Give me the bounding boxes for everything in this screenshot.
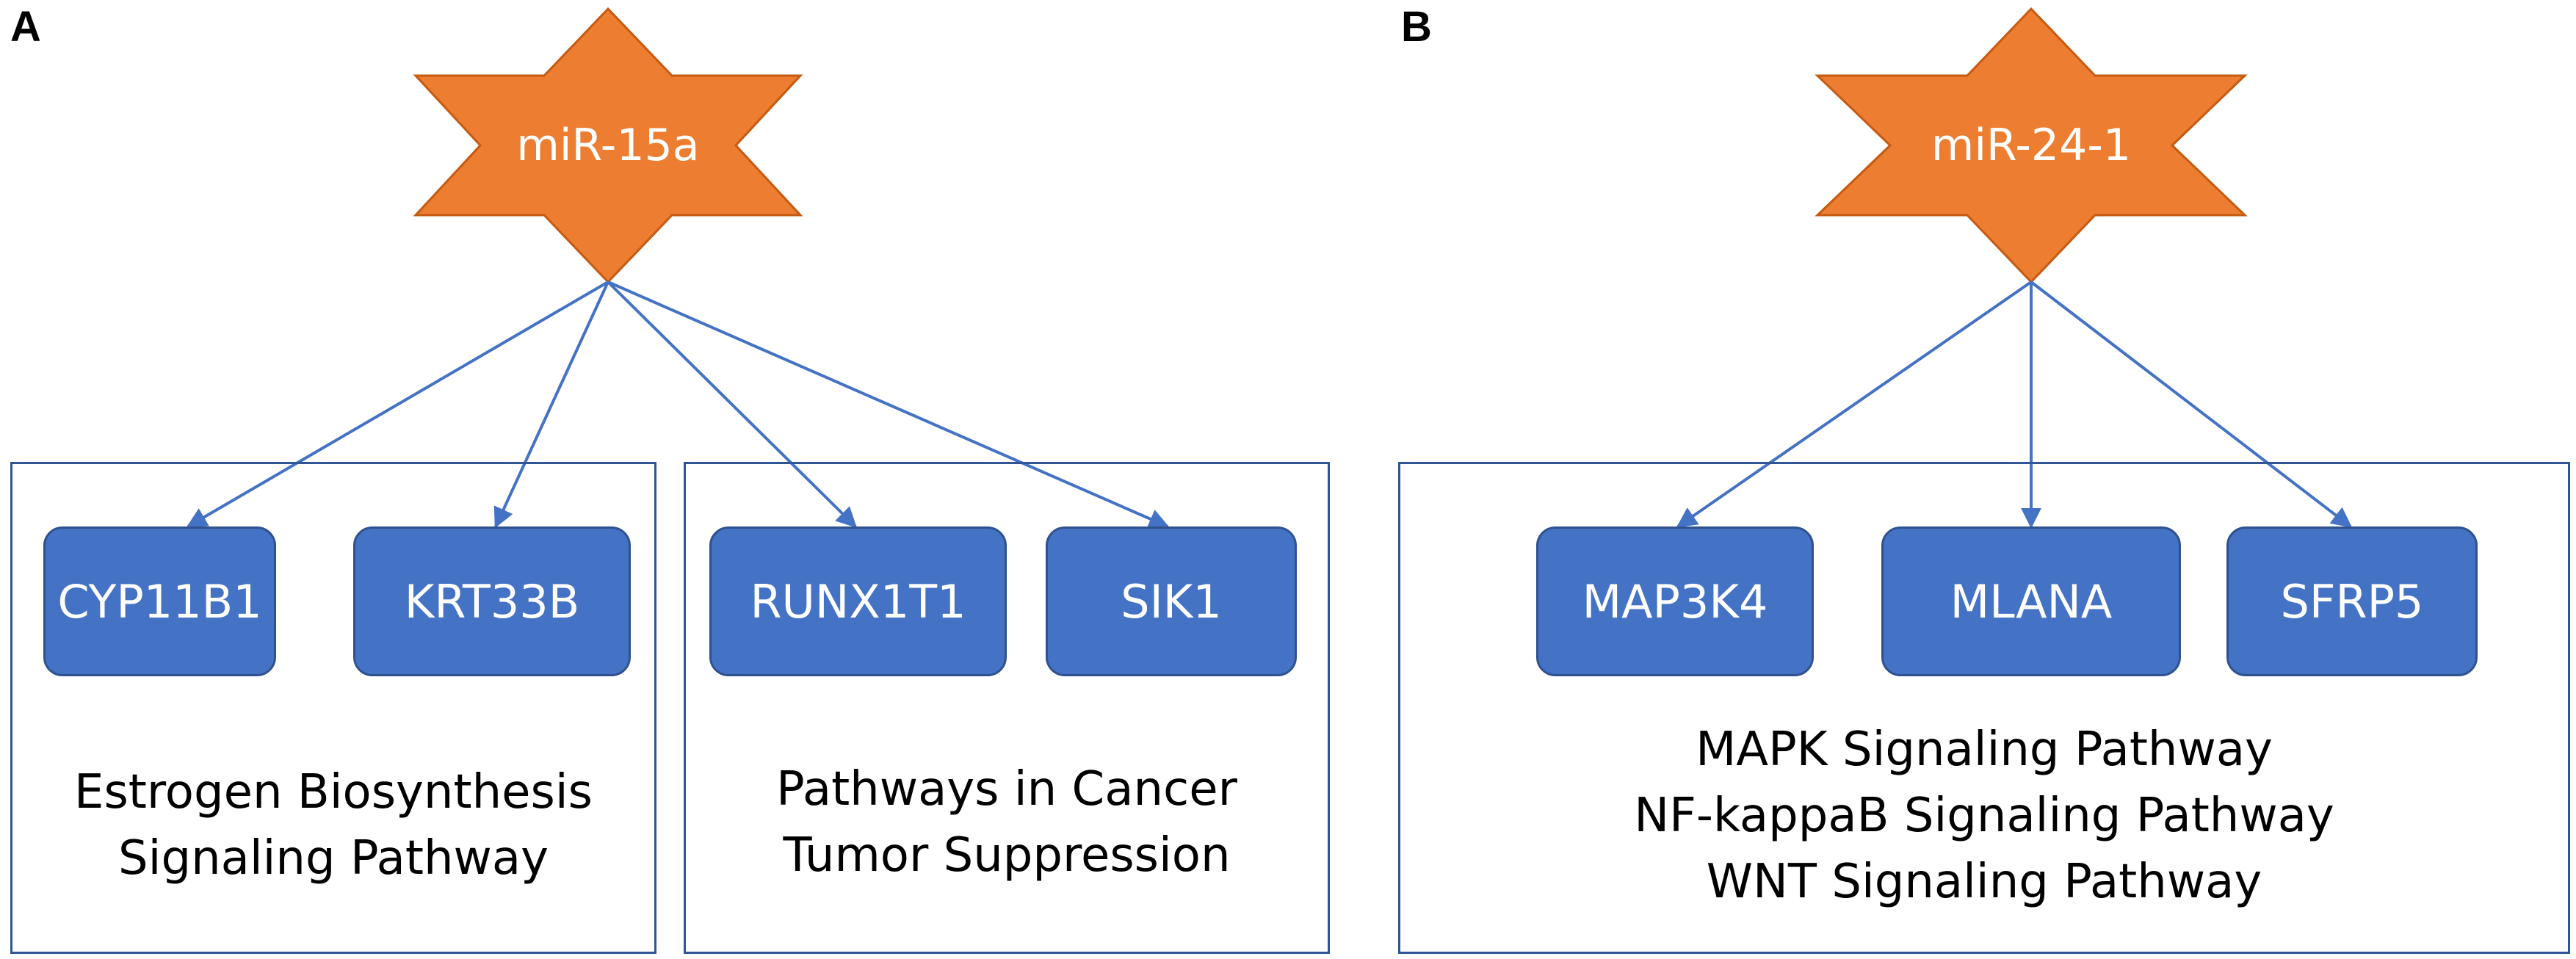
pathway-line: WNT Signaling Pathway <box>1706 855 2262 909</box>
pathway-line: NF-kappaB Signaling Pathway <box>1634 789 2334 843</box>
pathway-line: Tumor Suppression <box>783 828 1231 883</box>
gene-node-mlana: MLANA <box>1881 526 2181 676</box>
edge-mir15a-krt33b <box>493 281 609 529</box>
panel-label-b: B <box>1401 3 1432 51</box>
edge-mir241-map3k4 <box>1676 281 2033 528</box>
edge-mir241-sfrp5 <box>2030 281 2353 528</box>
pathway-line: Signaling Pathway <box>118 831 549 886</box>
edge-mir15a-cyp11b1 <box>186 281 609 528</box>
edge-mir15a-runx1t1 <box>607 281 857 528</box>
gene-node-cyp11b1: CYP11B1 <box>43 526 276 676</box>
pathway-group-box-a2 <box>684 462 1330 954</box>
pathway-line: Estrogen Biosynthesis <box>74 765 593 819</box>
gene-node-runx1t1: RUNX1T1 <box>709 526 1007 676</box>
gene-node-sfrp5: SFRP5 <box>2226 526 2478 676</box>
pathway-text-a2: Pathways in Cancer Tumor Suppression <box>698 756 1315 889</box>
mirna-label-a: miR-15a <box>516 120 700 171</box>
mirna-label-b: miR-24-1 <box>1931 120 2132 171</box>
gene-node-krt33b: KRT33B <box>353 526 631 676</box>
pathway-line: MAPK Signaling Pathway <box>1696 723 2273 777</box>
edge-mir15a-sik1 <box>607 281 1170 529</box>
pathway-line: Pathways in Cancer <box>776 762 1237 817</box>
pathway-text-a1: Estrogen Biosynthesis Signaling Pathway <box>25 759 642 891</box>
panel-label-a: A <box>10 3 41 51</box>
pathway-group-box-b1 <box>1398 462 2570 954</box>
pathway-text-b1: MAPK Signaling Pathway NF-kappaB Signali… <box>1398 717 2570 915</box>
gene-node-map3k4: MAP3K4 <box>1536 526 1814 676</box>
gene-node-sik1: SIK1 <box>1046 526 1297 676</box>
pathway-group-box-a1 <box>10 462 656 954</box>
